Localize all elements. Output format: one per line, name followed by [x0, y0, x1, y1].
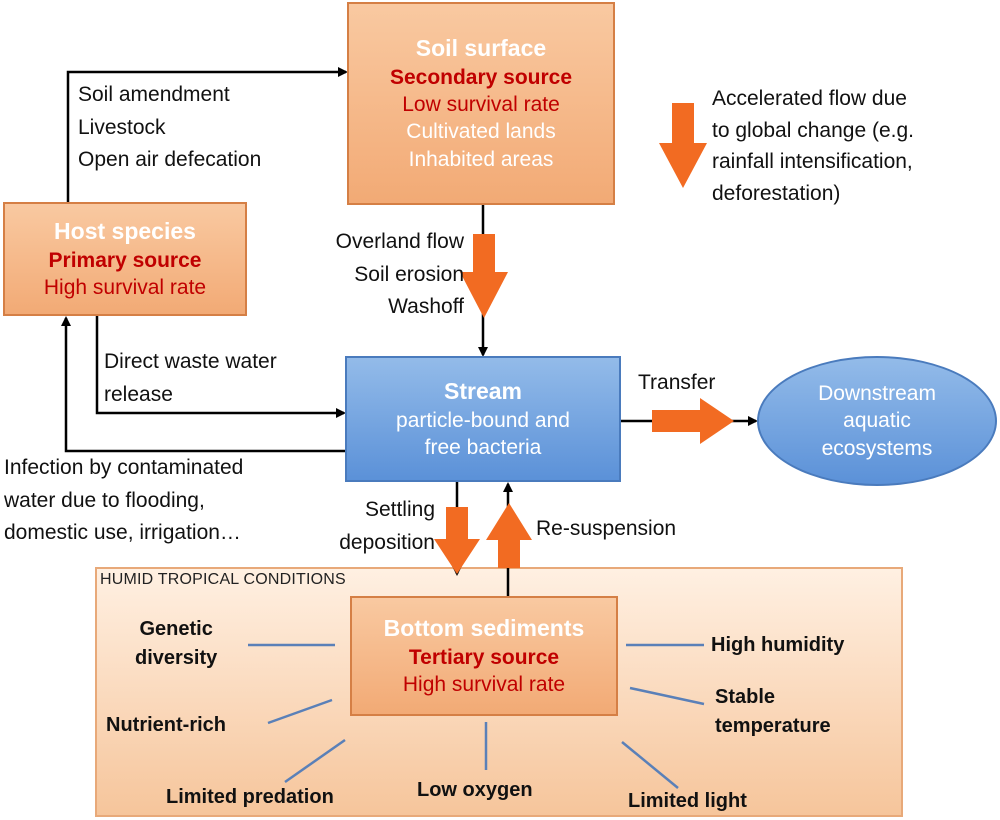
bottom-sediments-survival: High survival rate [402, 672, 566, 696]
arrow-host-to-soil [66, 67, 348, 202]
bottom-sediments-source: Tertiary source [408, 645, 560, 669]
condition-genetic-diversity: Genetic diversity [135, 618, 218, 669]
soil-surface-source: Secondary source [389, 65, 573, 89]
condition-low-oxygen: Low oxygen [417, 779, 533, 801]
orange-arrow-legend [659, 103, 707, 188]
condition-nutrient-rich: Nutrient-rich [106, 714, 226, 736]
soil-surface-survival: Low survival rate [402, 93, 560, 117]
connector-predation [284, 738, 346, 784]
downstream-line-1: Downstream [818, 382, 936, 406]
downstream-ecosystems-ellipse: Downstream aquatic ecosystems [757, 356, 997, 486]
orange-arrow-settling [434, 507, 480, 574]
host-species-box: Host species Primary source High surviva… [3, 202, 247, 316]
label-host-to-soil: Soil amendment Livestock Open air defeca… [78, 83, 262, 172]
arrow-stream-to-host [61, 316, 345, 453]
host-species-source: Primary source [48, 248, 202, 272]
bottom-sediments-box: Bottom sediments Tertiary source High su… [350, 596, 618, 716]
condition-limited-light: Limited light [628, 790, 747, 812]
label-soil-to-stream: Overland flow Soil erosion Washoff [335, 230, 464, 319]
stream-title: Stream [444, 377, 522, 404]
soil-surface-line-cultivated: Cultivated lands [406, 120, 556, 144]
downstream-line-2: aquatic [843, 409, 911, 433]
arrow-host-to-stream [95, 316, 346, 418]
orange-arrow-transfer [652, 398, 734, 444]
connector-nutrient [267, 698, 333, 725]
stream-line-1: particle-bound and [396, 408, 570, 432]
connector-light [621, 741, 679, 789]
label-host-to-stream: Direct waste water release [104, 350, 277, 406]
legend-accelerated-flow: Accelerated flow due to global change (e… [712, 87, 914, 205]
orange-arrow-resuspension [486, 503, 532, 568]
soil-surface-line-inhabited: Inhabited areas [408, 147, 554, 171]
host-species-survival: High survival rate [43, 275, 207, 299]
host-species-title: Host species [54, 217, 196, 244]
label-settling: Settling deposition [339, 498, 435, 554]
condition-high-humidity: High humidity [711, 634, 845, 656]
soil-surface-title: Soil surface [415, 34, 547, 61]
label-stream-to-host: Infection by contaminated water due to f… [4, 456, 244, 545]
orange-arrow-overland [460, 234, 508, 318]
condition-stable-temperature: Stable temperature [715, 686, 831, 737]
downstream-line-3: ecosystems [821, 436, 933, 460]
soil-surface-box: Soil surface Secondary source Low surviv… [347, 2, 615, 205]
stream-line-2: free bacteria [424, 435, 542, 459]
bottom-sediments-title: Bottom sediments [383, 614, 585, 641]
condition-limited-predation: Limited predation [166, 786, 334, 808]
label-transfer: Transfer [638, 371, 716, 394]
humid-zone-title: HUMID TROPICAL CONDITIONS [100, 571, 346, 588]
connector-temperature [629, 686, 705, 706]
stream-box: Stream particle-bound and free bacteria [345, 356, 621, 482]
label-resuspension: Re-suspension [536, 517, 677, 540]
